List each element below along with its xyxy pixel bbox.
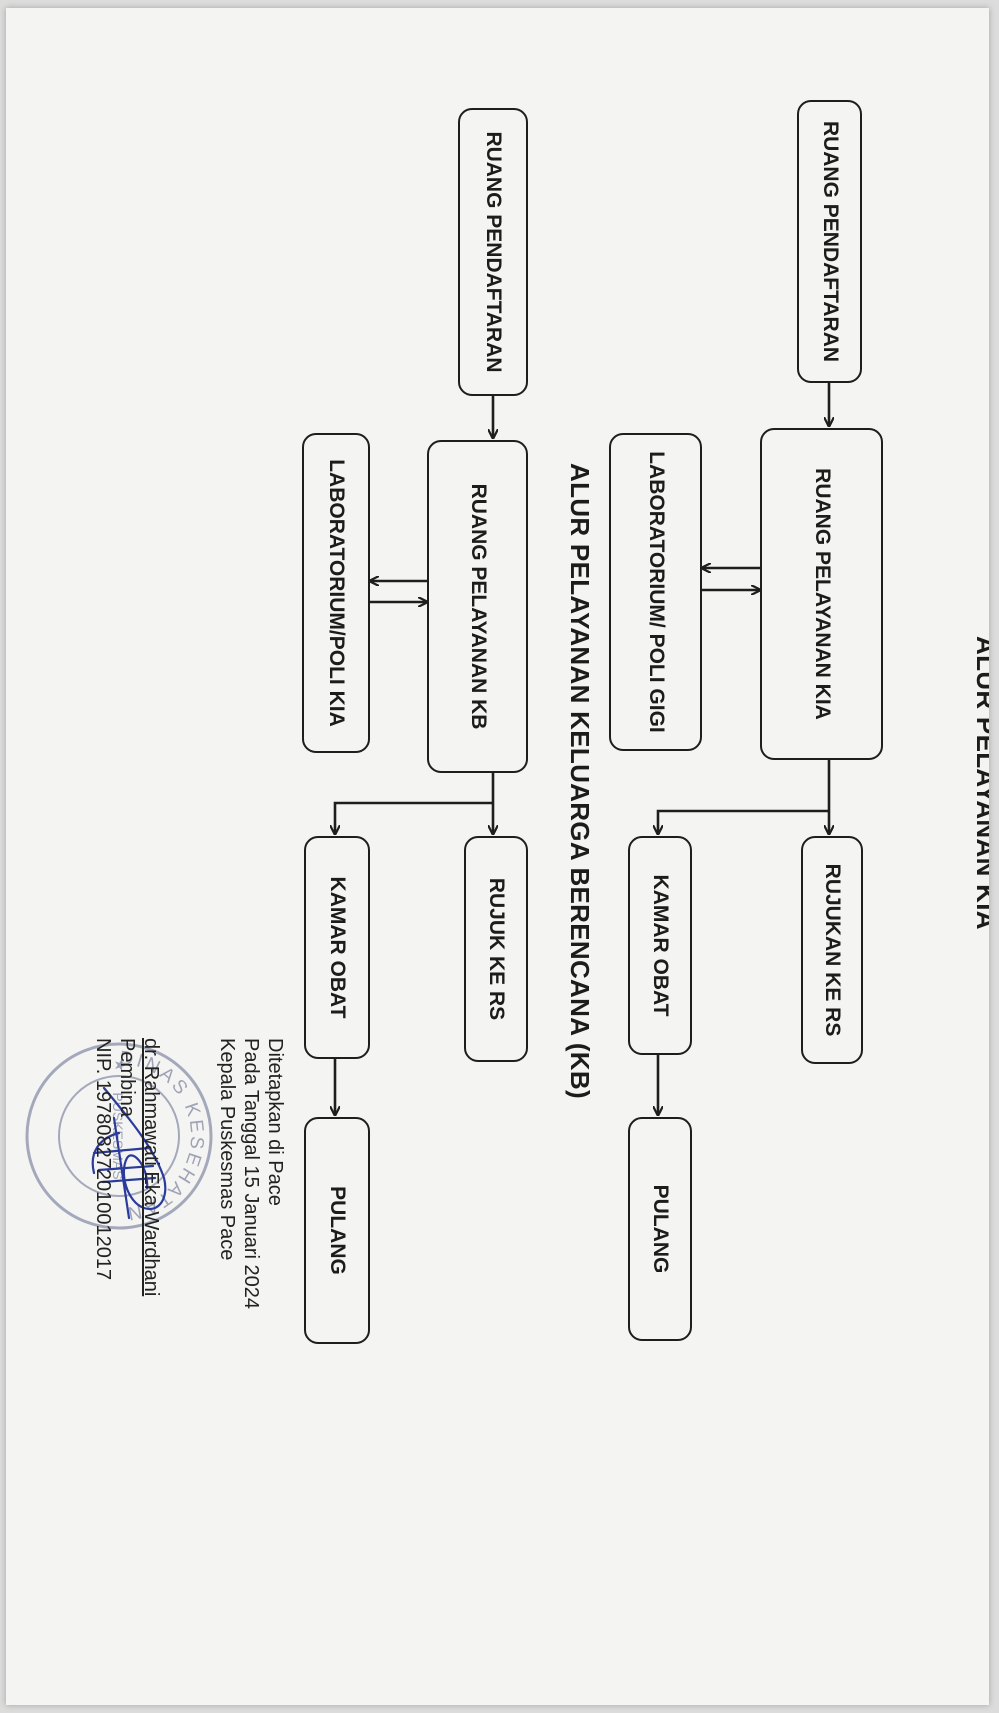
kia-kamar-obat-box: KAMAR OBAT — [628, 836, 692, 1055]
stamp-center-text: PUSKESMAS — [110, 1092, 126, 1179]
signature-scribble-icon — [91, 1086, 167, 1220]
connector-layer — [6, 383, 989, 1705]
signature-position: Kepala Puskesmas Pace — [216, 1038, 238, 1261]
kia-rujukan-box: RUJUKAN KE RS — [801, 836, 863, 1064]
kb-ruang-pelayanan-box: RUANG PELAYANAN KB — [427, 440, 528, 773]
kia-title: ALUR PELAYANAN KIA — [971, 636, 989, 930]
kb-kamar-obat-box: KAMAR OBAT — [304, 836, 370, 1059]
kia-pulang-box: PULANG — [628, 1117, 692, 1341]
kb-pulang-box: PULANG — [304, 1117, 370, 1344]
kb-title: ALUR PELAYANAN KELUARGA BERENCANA (KB) — [565, 463, 595, 1099]
stamp-star-icon: ★ — [111, 1058, 128, 1072]
official-stamp: DINAS KESEHATAN PUSKESMAS ★ — [25, 1042, 213, 1230]
arrow-kb-pelayanan-kamar-obat — [335, 801, 493, 834]
signature-name: dr. Rahmawati Eka Wardhani — [140, 1038, 162, 1297]
signature-date: Pada Tanggal 15 Januari 2024 — [240, 1038, 262, 1309]
kia-ruang-pelayanan-box: RUANG PELAYANAN KIA — [760, 428, 883, 760]
kb-ruang-pendaftaran-box: RUANG PENDAFTARAN — [458, 108, 528, 396]
kia-laboratorium-box: LABORATORIUM/ POLI GIGI — [609, 433, 702, 751]
signature-place: Ditetapkan di Pace — [264, 1038, 286, 1206]
rotated-content: ALUR PELAYANAN KIA RUANG PENDAFTARAN RUA… — [6, 8, 989, 1705]
kb-laboratorium-box: LABORATORIUM/POLI KIA — [302, 433, 370, 753]
arrow-kia-pelayanan-kamar-obat — [658, 809, 829, 834]
signature-nip: NIP. 197808272010012017 — [92, 1038, 114, 1281]
kia-ruang-pendaftaran-box: RUANG PENDAFTARAN — [797, 100, 862, 383]
kb-rujuk-box: RUJUK KE RS — [464, 836, 528, 1062]
signature-rank: Pembina — [116, 1038, 138, 1117]
document-page: ALUR PELAYANAN KIA RUANG PENDAFTARAN RUA… — [6, 8, 989, 1705]
